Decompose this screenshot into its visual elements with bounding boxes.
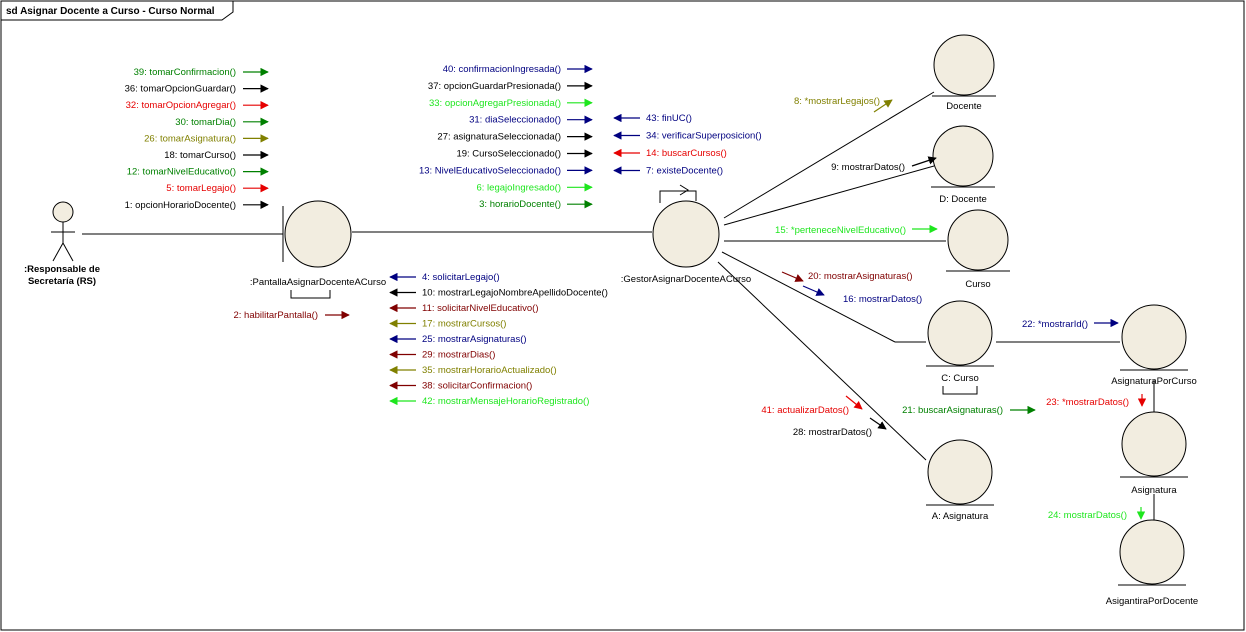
- entity-d-docente[interactable]: D: Docente: [931, 125, 995, 205]
- entity-asignaturapordocente[interactable]: AsigantiraPorDocente: [1106, 519, 1198, 607]
- message-label: 38: solicitarConfirmacion(): [422, 381, 532, 392]
- message-label: 9: mostrarDatos(): [831, 162, 905, 173]
- message-label: 14: buscarCursos(): [646, 148, 727, 159]
- actor-head: [52, 201, 74, 223]
- message-label: 16: mostrarDatos(): [843, 294, 922, 305]
- message-arrow: [781, 271, 804, 282]
- message-label: 6: legajoIngresado(): [477, 182, 562, 193]
- messages: 39: tomarConfirmacion() 36: tomarOpcionGu…: [125, 64, 1147, 521]
- control-circle: [652, 200, 720, 268]
- control-gestor[interactable]: :GestorAsignarDocenteACurso: [621, 184, 751, 285]
- message-label: 3: horarioDocente(): [479, 199, 561, 210]
- message-label: 5: tomarLegajo(): [166, 183, 236, 194]
- message-label: 34: verificarSuperposicion(): [646, 131, 762, 142]
- message-label: 36: tomarOpcionGuardar(): [125, 84, 236, 95]
- boundary-pantalla[interactable]: :PantallaAsignarDocenteACurso: [250, 200, 386, 288]
- entity-label: Docente: [946, 101, 981, 112]
- entity-circle: [947, 209, 1009, 271]
- actor-responsable[interactable]: :Responsable de Secretaría (RS): [24, 201, 100, 287]
- message-label: 39: tomarConfirmacion(): [134, 67, 236, 78]
- message-label: 31: diaSeleccionado(): [469, 115, 561, 126]
- entity-asignaturaporcurso[interactable]: AsignaturaPorCurso: [1111, 304, 1197, 387]
- message-label: 7: existeDocente(): [646, 166, 723, 177]
- message-label: 21: buscarAsignaturas(): [902, 405, 1003, 416]
- message-label: 1: opcionHorarioDocente(): [125, 200, 236, 211]
- message-label: 19: CursoSeleccionado(): [456, 149, 561, 160]
- message-label: 32: tomarOpcionAgregar(): [126, 100, 236, 111]
- message-label: 29: mostrarDias(): [422, 350, 495, 361]
- c-curso-bracket: [942, 386, 978, 395]
- message-label: 41: actualizarDatos(): [761, 405, 849, 416]
- actor-name-line2: Secretaría (RS): [28, 276, 96, 287]
- boundary-label: :PantallaAsignarDocenteACurso: [250, 277, 386, 288]
- message-label: 18: tomarCurso(): [164, 150, 236, 161]
- message-label: 37: opcionGuardarPresionada(): [428, 81, 561, 92]
- message-label: 10: mostrarLegajoNombreApellidoDocente(): [422, 288, 608, 299]
- entity-circle: [1121, 304, 1187, 370]
- control-arrowhead: [679, 184, 689, 196]
- entity-label: AsignaturaPorCurso: [1111, 376, 1197, 387]
- entity-curso[interactable]: Curso: [946, 209, 1010, 290]
- frame-title: sd Asignar Docente a Curso - Curso Norma…: [6, 6, 215, 17]
- entity-a-asignatura[interactable]: A: Asignatura: [926, 439, 994, 522]
- message-label: 20: mostrarAsignaturas(): [808, 271, 913, 282]
- message-arrow: [869, 417, 887, 430]
- message-label: 4: solicitarLegajo(): [422, 272, 500, 283]
- message-label: 35: mostrarHorarioActualizado(): [422, 365, 557, 376]
- entity-circle: [933, 34, 995, 96]
- message-label: 8: *mostrarLegajos(): [794, 96, 880, 107]
- entity-circle: [927, 439, 993, 505]
- message-label: 42: mostrarMensajeHorarioRegistrado(): [422, 396, 589, 407]
- message-label: 33: opcionAgregarPresionada(): [429, 98, 561, 109]
- actor-name-line1: :Responsable de: [24, 264, 100, 275]
- entity-asignatura[interactable]: Asignatura: [1120, 411, 1188, 496]
- message-label: 2: habilitarPantalla(): [234, 310, 319, 321]
- message-label: 28: mostrarDatos(): [793, 427, 872, 438]
- message-label: 43: finUC(): [646, 113, 692, 124]
- message-arrow: [802, 285, 825, 296]
- message-label: 17: mostrarCursos(): [422, 319, 506, 330]
- entity-label: Asignatura: [1131, 485, 1177, 496]
- boundary-circle: [284, 200, 352, 268]
- message-label: 13: NivelEducativoSeleccionado(): [419, 165, 561, 176]
- message-arrow: [911, 156, 937, 167]
- message-label: 11: solicitarNivelEducativo(): [422, 303, 539, 314]
- entity-circle: [1121, 411, 1187, 477]
- control-label: :GestorAsignarDocenteACurso: [621, 274, 751, 285]
- message-label: 24: mostrarDatos(): [1048, 510, 1127, 521]
- message-label: 12: tomarNivelEducativo(): [127, 167, 236, 178]
- message-label: 15: *perteneceNivelEducativo(): [775, 225, 906, 236]
- entity-label: D: Docente: [939, 194, 987, 205]
- message-label: 25: mostrarAsignaturas(): [422, 334, 527, 345]
- links: [82, 91, 1155, 520]
- message-label: 23: *mostrarDatos(): [1046, 397, 1129, 408]
- message-label: 26: tomarAsignatura(): [144, 133, 236, 144]
- message-arrow: [845, 395, 863, 410]
- message-label: 40: confirmacionIngresada(): [443, 64, 561, 75]
- entity-label: C: Curso: [941, 373, 978, 384]
- entity-c-curso[interactable]: C: Curso: [926, 300, 994, 395]
- message-label: 27: asignaturaSeleccionada(): [437, 132, 561, 143]
- entity-label: Curso: [965, 279, 990, 290]
- entity-circle: [927, 300, 993, 366]
- entity-circle: [1119, 519, 1185, 585]
- message-label: 22: *mostrarId(): [1022, 319, 1088, 330]
- actor-body: [51, 222, 75, 262]
- message-arrow: [873, 99, 893, 113]
- entity-circle: [932, 125, 994, 187]
- frame-title-tab: [0, 0, 234, 21]
- entity-label: AsigantiraPorDocente: [1106, 596, 1198, 607]
- message-label: 30: tomarDia(): [175, 117, 236, 128]
- entity-docente[interactable]: Docente: [932, 34, 996, 112]
- entity-label: A: Asignatura: [932, 511, 989, 522]
